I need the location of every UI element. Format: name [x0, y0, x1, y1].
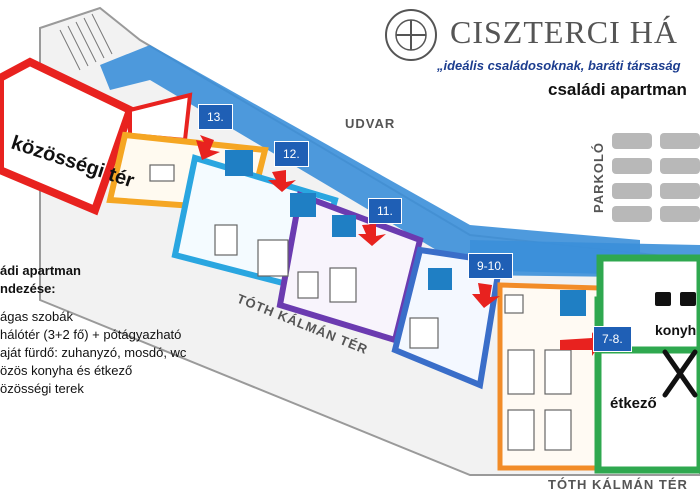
- subtitle: családi apartman: [548, 80, 687, 99]
- parking-cars: [612, 133, 700, 222]
- info-item: aját fürdő: zuhanyzó, mosdó, wc: [0, 345, 187, 360]
- info-item: özösségi terek: [0, 381, 84, 396]
- info-title-2: ndezése:: [0, 281, 56, 296]
- room-tag-12: 12.: [274, 141, 309, 167]
- street-label-2: TÓTH KÁLMÁN TÉR: [548, 477, 688, 492]
- parking-label: PARKOLÓ: [591, 142, 606, 213]
- cutlery-icon: [662, 349, 698, 398]
- furniture: [149, 164, 572, 451]
- dining-label: étkező: [610, 395, 657, 412]
- kitchen-appliance-icon: [655, 292, 696, 306]
- brand-title: CISZTERCI HÁ: [450, 14, 678, 50]
- info-item: ágas szobák: [0, 309, 73, 324]
- room-tag-7-8: 7-8.: [593, 326, 632, 352]
- yard-label: UDVAR: [345, 116, 395, 131]
- staircase: [59, 13, 113, 71]
- entrance-arrow-icon: [196, 135, 600, 356]
- room-tag-11: 11.: [368, 198, 402, 224]
- community-room: [0, 57, 135, 216]
- cistercian-emblem-icon: [385, 9, 437, 61]
- info-item: hálótér (3+2 fő) + pótágyazható: [0, 327, 182, 342]
- apartment-info: ádi apartman ndezése: ágas szobák hálóté…: [0, 262, 186, 398]
- room-tag-9-10: 9-10.: [468, 253, 514, 279]
- info-item: özös konyha és étkező: [0, 363, 133, 378]
- corridor: [100, 45, 640, 275]
- shower-icon: [225, 150, 586, 316]
- kitchen-label: konyh: [655, 322, 696, 338]
- room-tag-13: 13.: [198, 104, 233, 130]
- info-title-1: ádi apartman: [0, 263, 81, 278]
- slogan: „ideális családosoknak, baráti társaság: [437, 58, 681, 73]
